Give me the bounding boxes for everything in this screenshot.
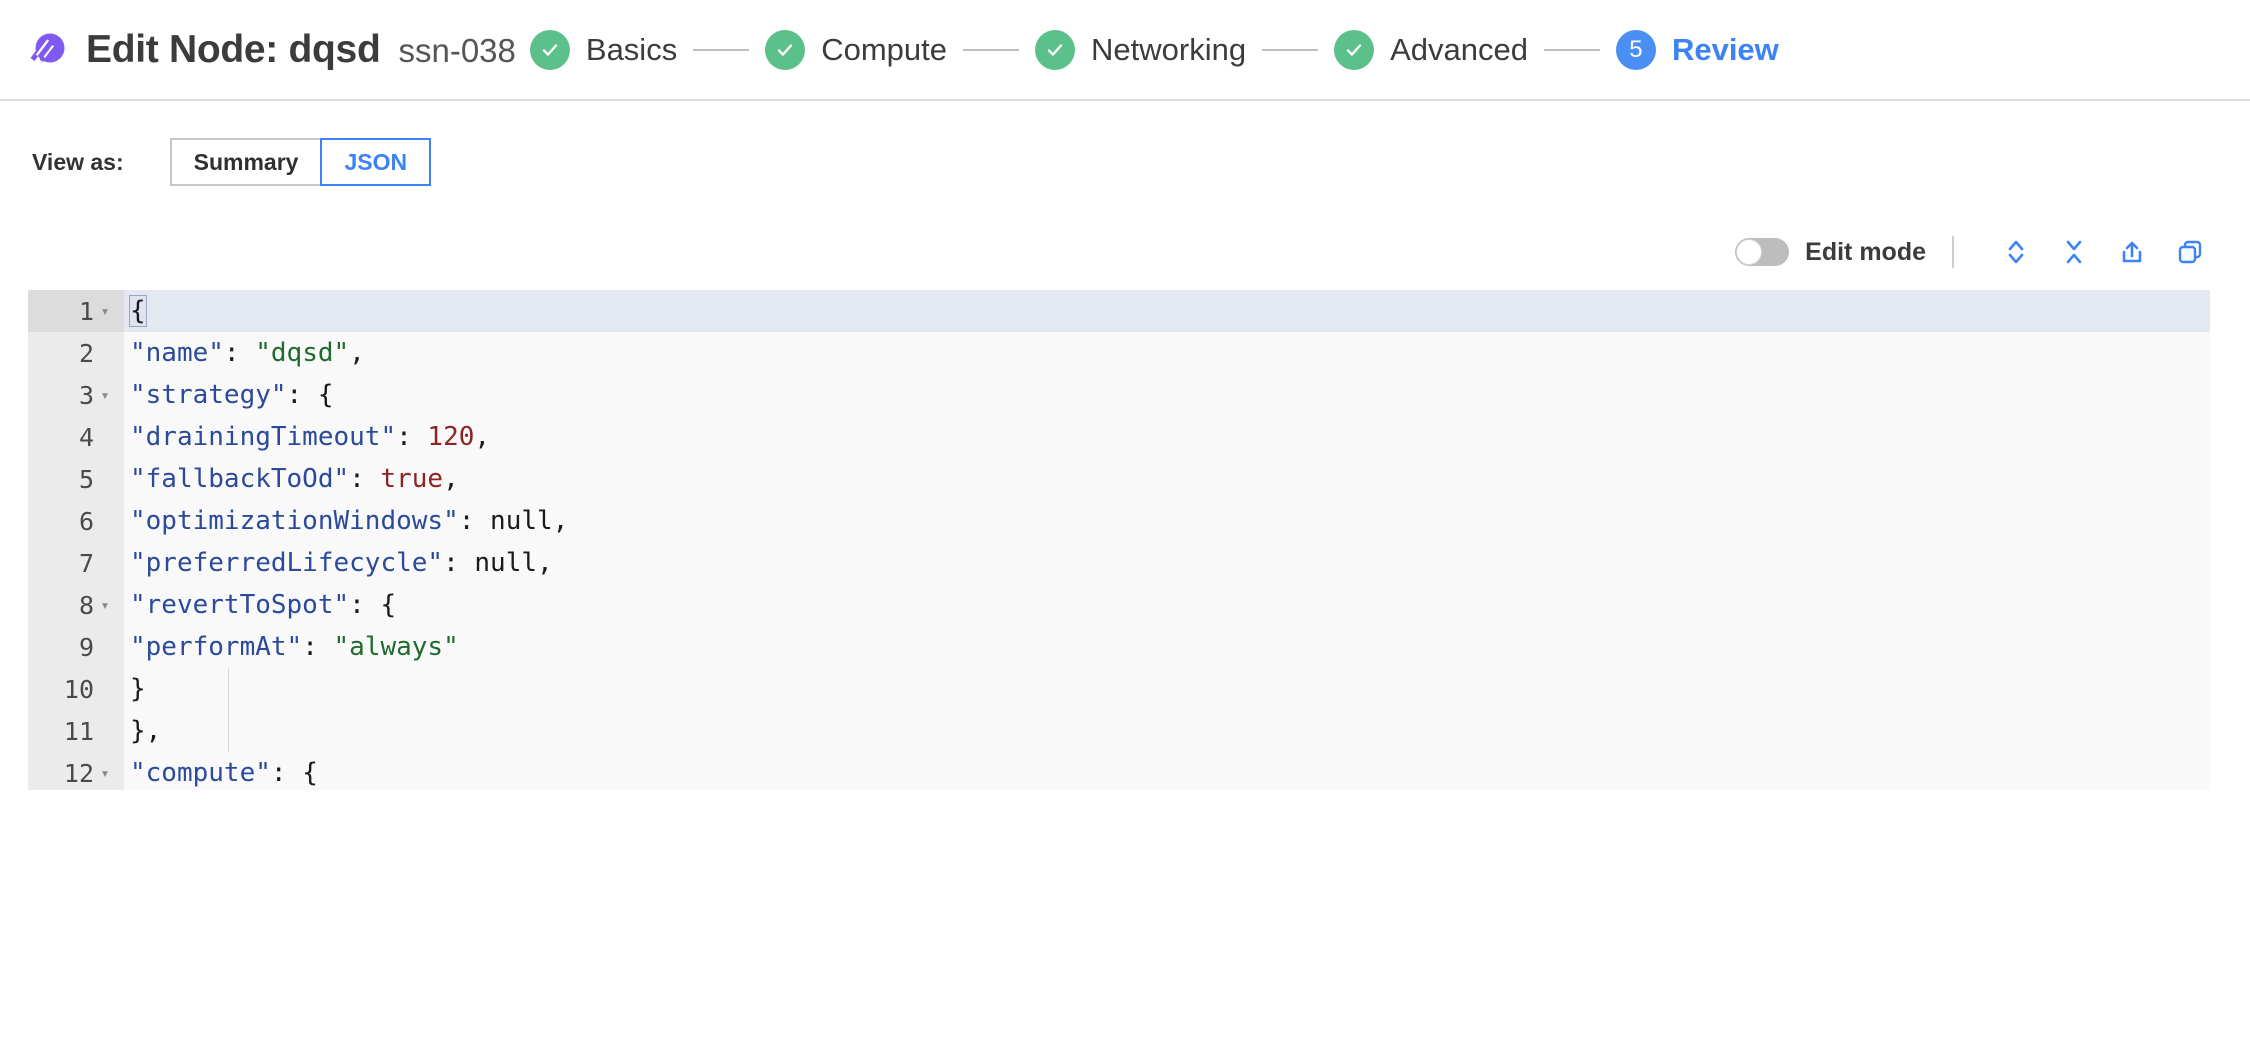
step-advanced-badge xyxy=(1334,29,1375,70)
gutter-line: 12 ▾ xyxy=(28,752,124,790)
code-line[interactable]: } xyxy=(130,674,146,704)
fold-toggle-icon[interactable]: ▾ xyxy=(100,301,110,320)
spot-comet-logo-icon xyxy=(22,27,68,73)
editor-toolbar: Edit mode xyxy=(0,230,2250,274)
gutter-line: 1▾ xyxy=(28,290,124,332)
gutter-line: 4▾ xyxy=(28,416,124,458)
json-code-editor[interactable]: 1▾2▾3▾4▾5▾6▾7▾8▾9▾10▾11▾12▾13▾14▾15▾16▾1… xyxy=(28,290,2210,790)
line-number: 8 xyxy=(78,590,94,620)
code-line[interactable]: }, xyxy=(130,716,162,746)
step-connector xyxy=(1262,48,1319,51)
edit-mode-label: Edit mode xyxy=(1805,237,1926,266)
gutter-line: 11▾ xyxy=(28,710,124,752)
view-as-summary-button[interactable]: Summary xyxy=(169,138,321,186)
line-number: 3 xyxy=(78,380,94,410)
line-number: 10 xyxy=(63,674,94,704)
indent-guide xyxy=(228,668,229,752)
fold-toggle-icon[interactable]: ▾ xyxy=(100,763,110,782)
line-number: 11 xyxy=(63,716,94,746)
line-number: 7 xyxy=(78,548,94,578)
line-number: 4 xyxy=(78,422,94,452)
step-connector xyxy=(693,48,750,51)
view-as-label: View as: xyxy=(32,148,124,175)
expand-all-icon[interactable] xyxy=(1994,233,2038,271)
code-line[interactable]: "drainingTimeout": 120, xyxy=(130,422,491,452)
step-review-label: Review xyxy=(1671,31,1779,67)
line-number: 6 xyxy=(78,506,94,536)
collapse-all-icon[interactable] xyxy=(2052,233,2096,271)
step-compute-badge xyxy=(765,29,806,70)
app-header: Edit Node: dqsd ssn-038 Basics Compute xyxy=(0,0,2250,101)
gutter-line: 3▾ xyxy=(28,374,124,416)
gutter-line: 9▾ xyxy=(28,626,124,668)
check-icon xyxy=(1346,43,1362,56)
view-as-segmented-control: Summary JSON xyxy=(169,138,432,186)
view-as-row: View as: Summary JSON xyxy=(0,138,2250,186)
step-review-number: 5 xyxy=(1629,35,1643,63)
step-networking-badge xyxy=(1035,29,1075,70)
editor-gutter: 1▾2▾3▾4▾5▾6▾7▾8▾9▾10▾11▾12▾13▾14▾15▾16▾1… xyxy=(28,290,124,790)
step-connector xyxy=(1543,48,1600,51)
line-number: 5 xyxy=(78,464,94,494)
fold-toggle-icon[interactable]: ▾ xyxy=(100,385,110,404)
check-icon xyxy=(778,43,793,56)
fold-toggle-icon[interactable]: ▾ xyxy=(100,595,110,614)
code-line[interactable]: "name": "dqsd", xyxy=(130,338,365,368)
code-line[interactable]: "optimizationWindows": null, xyxy=(130,506,569,536)
edit-mode-toggle-knob xyxy=(1736,239,1763,265)
gutter-line: 6▾ xyxy=(28,500,124,542)
step-basics[interactable]: Basics xyxy=(529,29,678,70)
check-icon xyxy=(542,43,558,56)
step-basics-badge xyxy=(529,29,570,70)
step-advanced[interactable]: Advanced xyxy=(1334,29,1528,70)
line-number: 9 xyxy=(78,632,94,662)
toolbar-divider xyxy=(1952,236,1954,268)
gutter-line: 2▾ xyxy=(28,332,124,374)
step-review-badge: 5 xyxy=(1615,29,1656,70)
gutter-line: 8▾ xyxy=(28,584,124,626)
step-connector xyxy=(963,48,1019,51)
step-basics-label: Basics xyxy=(585,31,678,67)
code-line[interactable]: "strategy": { xyxy=(130,380,334,410)
check-icon xyxy=(1047,43,1063,56)
node-id: ssn-038 xyxy=(398,31,516,69)
editor-code-area[interactable]: { "name": "dqsd", "strategy": { "drainin… xyxy=(124,290,2210,790)
page-title: Edit Node: dqsd xyxy=(86,27,381,71)
code-line[interactable]: "performAt": "always" xyxy=(130,632,459,662)
code-line[interactable]: "fallbackToOd": true, xyxy=(130,464,459,494)
step-advanced-label: Advanced xyxy=(1390,31,1528,67)
line-number: 2 xyxy=(78,338,94,368)
line-number: 1 xyxy=(78,296,94,326)
step-compute-label: Compute xyxy=(821,31,947,67)
export-icon[interactable] xyxy=(2110,233,2154,271)
code-line[interactable]: "preferredLifecycle": null, xyxy=(130,548,553,578)
line-number: 12 xyxy=(63,758,94,788)
code-line[interactable]: { xyxy=(124,290,2210,332)
code-line[interactable]: "compute": { xyxy=(130,758,318,788)
gutter-line: 5▾ xyxy=(28,458,124,500)
step-compute[interactable]: Compute xyxy=(765,29,947,70)
edit-mode-toggle[interactable] xyxy=(1735,238,1790,266)
wizard-stepper: Basics Compute Networking xyxy=(529,29,2250,70)
copy-icon[interactable] xyxy=(2168,233,2212,271)
code-line[interactable]: "revertToSpot": { xyxy=(130,590,397,620)
step-networking[interactable]: Networking xyxy=(1035,29,1247,70)
gutter-line: 7▾ xyxy=(28,542,124,584)
gutter-line: 10▾ xyxy=(28,668,124,710)
step-review[interactable]: 5 Review xyxy=(1615,29,1779,70)
title-block: Edit Node: dqsd ssn-038 xyxy=(86,28,516,72)
view-as-json-button[interactable]: JSON xyxy=(320,138,432,186)
step-networking-label: Networking xyxy=(1091,31,1247,67)
